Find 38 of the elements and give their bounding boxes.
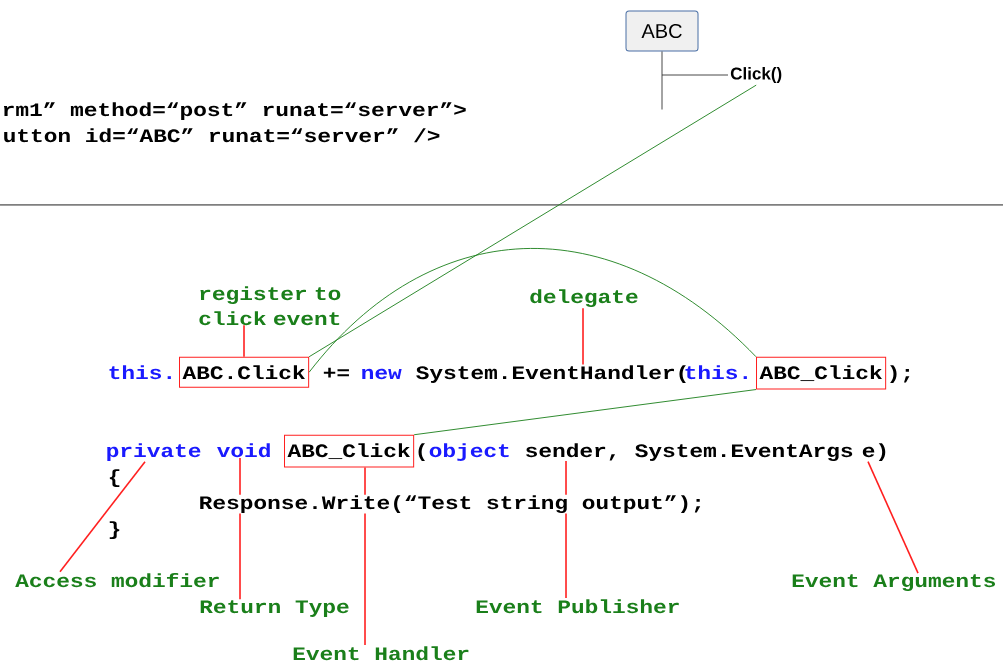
code-keyword: this.: [685, 365, 747, 380]
annotation-label: Event Arguments: [792, 574, 995, 592]
code-text: System.EventHandler(: [416, 365, 686, 383]
code-text: +=: [323, 367, 349, 378]
leader-line: [867, 460, 919, 574]
code-keyword: void: [217, 443, 270, 458]
annotation-label: Access modifier: [15, 572, 219, 588]
leader-line: [582, 307, 584, 366]
connector-line: [308, 248, 757, 373]
tree-connector: [661, 51, 729, 110]
leader-line: [364, 466, 366, 646]
annotation-label: delegate: [530, 289, 638, 308]
highlight-box: ABC_Click: [284, 434, 415, 468]
code-text: System.EventArgs: [635, 444, 853, 462]
method-label: Click(): [730, 67, 782, 83]
annotation-label: register to click event: [199, 286, 341, 326]
code-text: (: [418, 443, 425, 461]
code-keyword: private: [107, 443, 201, 461]
code-text: sender,: [526, 443, 616, 461]
connector-line: [308, 84, 757, 358]
highlight-box: ABC.Click: [179, 356, 310, 388]
code-keyword: object: [429, 443, 509, 461]
code-text: rm1” method=“post” runat=“server”>: [3, 102, 466, 120]
connector-line: [413, 389, 757, 436]
leader-line: [239, 457, 241, 600]
code-text: }: [109, 521, 120, 539]
annotation-label: Event Publisher: [476, 599, 679, 614]
annotation-label: Event Handler: [293, 646, 469, 661]
code-text: utton id=“ABC” runat=“server” />: [4, 128, 440, 143]
code-text: e): [862, 443, 886, 461]
annotation-label: Return Type: [200, 600, 349, 617]
highlight-box: ABC_Click: [756, 356, 887, 390]
code-text: {: [109, 469, 120, 487]
leader-line: [59, 460, 146, 573]
code-keyword: new: [362, 368, 402, 380]
code-text: Response.Write(“Test string output”);: [198, 494, 706, 514]
button: ABC: [625, 10, 699, 52]
leader-line: [243, 324, 245, 358]
